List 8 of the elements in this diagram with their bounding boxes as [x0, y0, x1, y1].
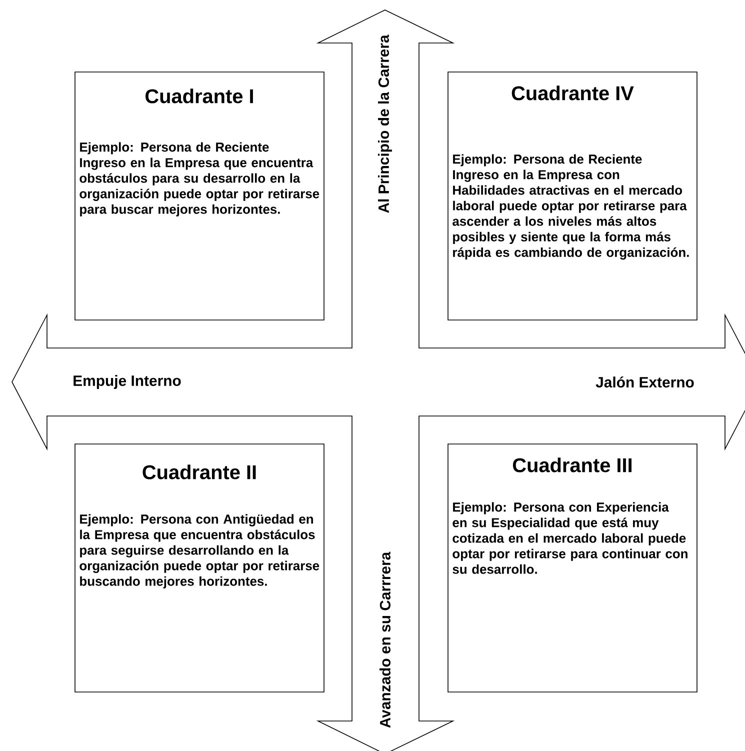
- quadrant-box: Cuadrante IV Ejemplo: Persona de Reciente Ingreso en la Empresa con Habilidades atractivas en el mercado laboral puede optar por retirarse para ascender a los niveles más altos posibles y siente que la forma más rápida es cambiando de organización.: [448, 72, 698, 320]
- quadrant-box: Cuadrante III Ejemplo: Persona con Experiencia en su Especialidad que está muy cotizada en el mercado laboral puede optar por retirarse para continuar con su desarrollo.: [448, 444, 698, 692]
- axis-label: Al Principio de la Carrera: [378, 34, 392, 213]
- axis-label: Jalón Externo: [596, 376, 694, 388]
- axis-label: Empuje Interno: [74, 375, 181, 389]
- quadrant-box: Cuadrante II Ejemplo: Persona con Antigüedad en la Empresa que encuentra obstáculos para seguirse desarrollando en la organización puede optar por retirarse buscando mejores horizontes.: [74, 444, 324, 692]
- axis-label: Avanzado en su Carrrera: [380, 552, 390, 728]
- quadrant-box: Cuadrante I Ejemplo: Persona de Reciente Ingreso en la Empresa que encuentra obstáculos para su desarrollo en la organización puede optar por retirarse para buscar mejores horizontes.: [74, 72, 324, 320]
